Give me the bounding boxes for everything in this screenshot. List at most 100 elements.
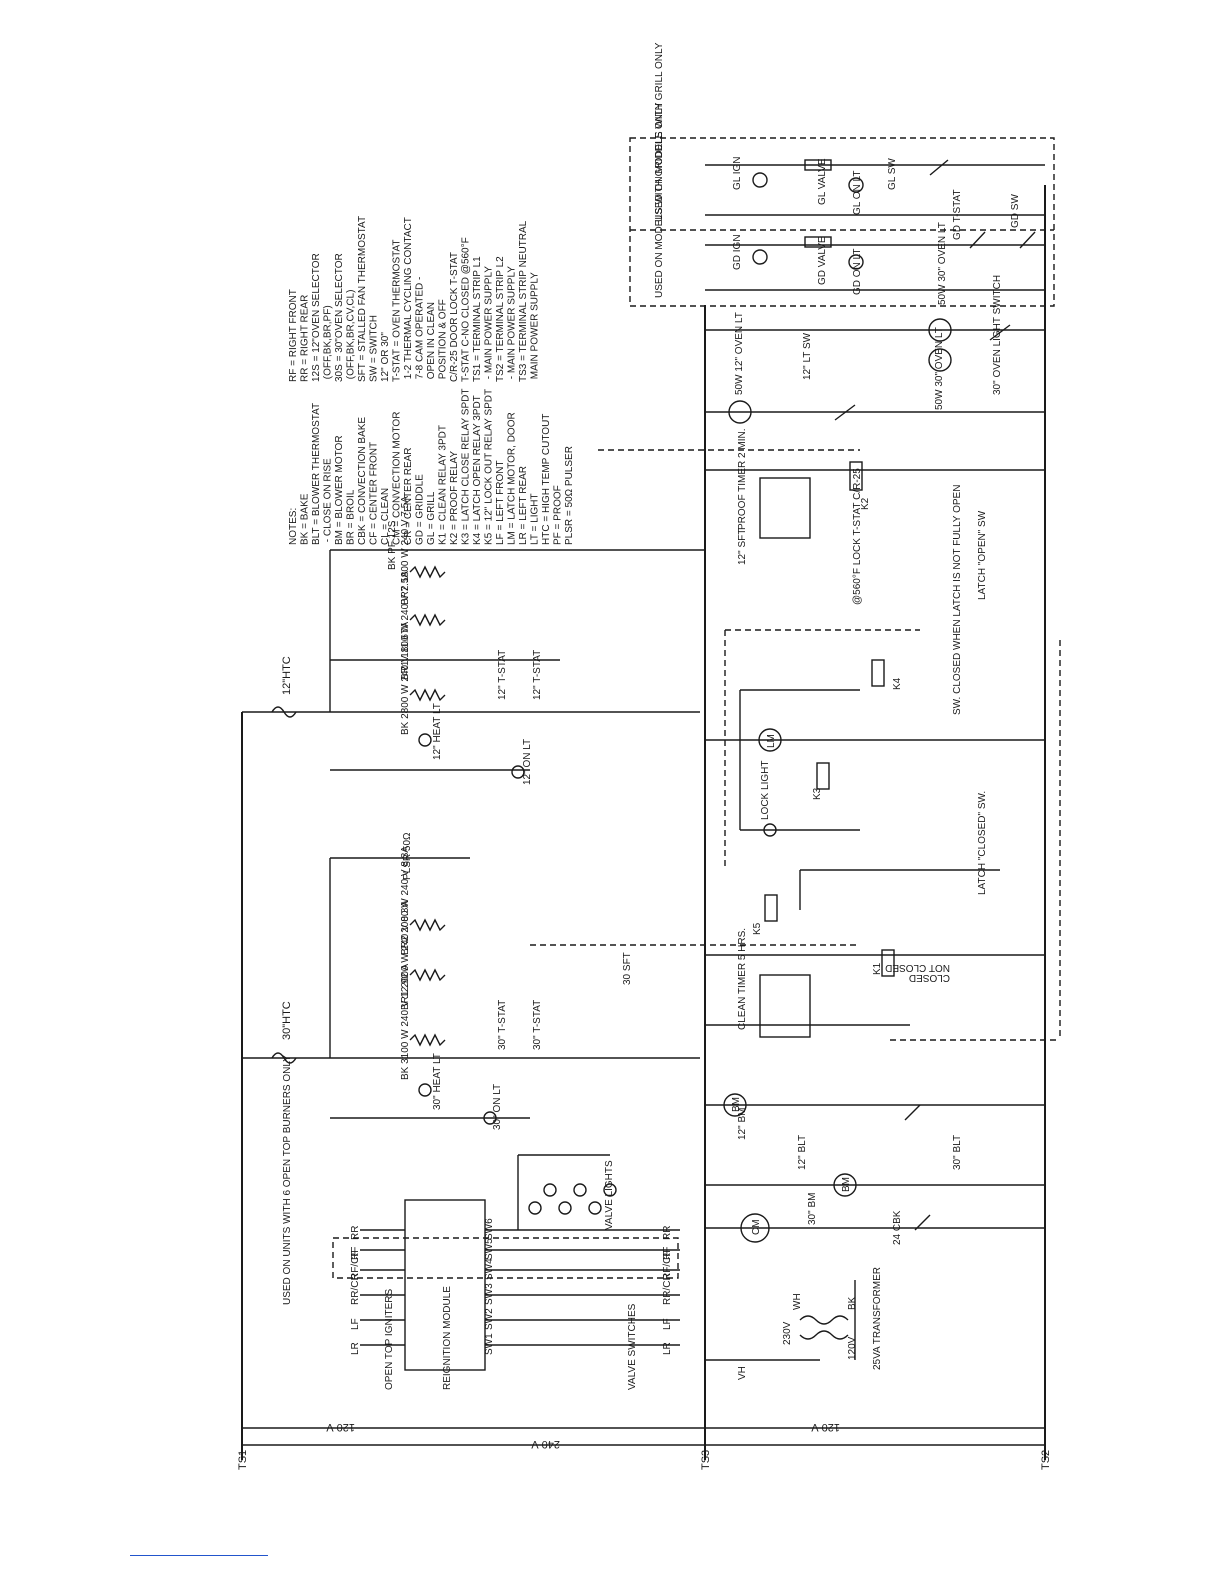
- burner-label: RF: [350, 1247, 361, 1260]
- blt-30-label: 30" BLT: [952, 1135, 963, 1170]
- valve-lights-label: VALVE LIGHTS: [604, 1160, 615, 1230]
- switch-label: SW6: [484, 1218, 495, 1240]
- legend-col1-line: GL = GRILL: [426, 491, 437, 545]
- bm-b-label: BM: [841, 1177, 852, 1192]
- footer-link-underline[interactable]: [130, 1555, 268, 1556]
- valve-switch-burner-label: RR/CR: [662, 1273, 673, 1305]
- svg-text:NOTES:BK = BAKEBLT = BLOWER TH: NOTES:BK = BAKEBLT = BLOWER THERMOSTAT -…: [288, 389, 575, 545]
- oven-12-circuit: [242, 549, 705, 779]
- switch-label: SW3: [484, 1283, 495, 1305]
- griddle-sw-label: GD SW: [1010, 194, 1021, 228]
- legend-col1-line: LF = LEFT FRONT: [495, 460, 506, 545]
- v120t-label: 120V: [847, 1336, 858, 1360]
- sft-12-label: 12" SFT: [737, 529, 748, 565]
- switch-label: SW2: [484, 1308, 495, 1330]
- griddle-tstat-label: GD T-STAT: [952, 189, 963, 240]
- tstat-12b-label: 12" T-STAT: [532, 650, 543, 700]
- switch-label: SW1: [484, 1333, 495, 1355]
- valve-switch-burner-label: RF: [662, 1247, 673, 1260]
- legend-col2-line: TS2 = TERMINAL STRIP L2: [495, 256, 506, 382]
- burner-label: RF/CF: [350, 1251, 361, 1280]
- legend-col2-line: 7-8 CAM OPERATED -: [415, 277, 426, 382]
- legend-col1-line: K2 = PROOF RELAY: [449, 451, 460, 545]
- transformer: [705, 1280, 856, 1361]
- oven-lt-30-label: 50W 30" OVEN LT: [937, 222, 948, 305]
- bk-30-label: BK 3100 W 240 V 12.92 A: [400, 963, 411, 1080]
- legend-col2-line: RR = RIGHT REAR: [300, 295, 311, 382]
- latch-open-sw-label: LATCH "OPEN" SW: [977, 510, 988, 600]
- blower-motors: [705, 1093, 1045, 1243]
- legend-col2-line: OPEN IN CLEAN: [426, 302, 437, 382]
- on-lt-12-label: 12" ON LT: [522, 739, 533, 785]
- valve-switches-label: VALVE SWITCHES: [627, 1303, 638, 1390]
- grill-ign-label: GL IGN: [732, 156, 743, 190]
- burner-label: RR: [350, 1226, 361, 1240]
- htc-12-label: 12"HTC: [281, 656, 293, 695]
- wh-label: WH: [792, 1293, 803, 1310]
- voltage-120-left: 120 V: [326, 1421, 355, 1433]
- bm-12-label: 12" BM: [737, 1108, 748, 1140]
- reignition-label: REIGNITION MODULE: [442, 1286, 453, 1390]
- legend-col1-line: PLSR = 50Ω PULSER: [564, 446, 575, 545]
- k5-label: K5: [752, 922, 763, 935]
- sft-30-label: 30 SFT: [622, 952, 633, 985]
- reignition-area: [332, 1154, 680, 1371]
- bk-pf-12s-label: BK PF 12S: [387, 520, 398, 570]
- on-lt-30-label: 30" ON LT: [492, 1084, 503, 1130]
- valve-switch-burner-label: LF: [662, 1318, 673, 1330]
- legend-col2-line: 1-2 THERMAL CYCLING CONTACT: [403, 217, 414, 382]
- oven-30-circuit: [242, 857, 860, 1125]
- griddle-valve-label: GD VALVE: [817, 236, 828, 285]
- grill-on-lt-label: GL ON LT: [852, 171, 863, 215]
- tstat-30a-label: 30" T-STAT: [497, 1000, 508, 1050]
- lock-light-label: LOCK LIGHT: [760, 761, 771, 820]
- k3-label: K3: [812, 787, 823, 800]
- legend-col2-line: MAIN POWER SUPPLY: [530, 272, 541, 382]
- heat-lt-30-label: 30" HEAT LT: [432, 1053, 443, 1110]
- switch-label: SW4: [484, 1258, 495, 1280]
- legend-col1-line: CF = CENTER FRONT: [369, 442, 380, 545]
- oven-lt-30b-label: 50W 30" OVEN LT: [934, 327, 945, 410]
- legend-col2-line: 30S = 30"OVEN SELECTOR: [334, 253, 345, 382]
- griddle-only-label: USED ON MODELS WITH GRIDDLE ONLY: [654, 102, 665, 298]
- switch-label: SW5: [484, 1238, 495, 1260]
- griddle-ign-label: GD IGN: [732, 234, 743, 270]
- legend-col2-line: 12" OR 30": [380, 332, 391, 382]
- legend-col2-line: C/R-25 DOOR LOCK T-STAT: [449, 252, 460, 382]
- legend-col1-line: CBK = CONVECTION BAKE: [357, 417, 368, 545]
- legend-col1-line: BR = BROIL: [346, 489, 357, 545]
- br2-30-label: BR2 2000 W 240 V 8.3A: [400, 846, 411, 955]
- legend-col1-line: CM = CONVECTION MOTOR: [392, 412, 403, 545]
- proof-timer-block: [598, 449, 1045, 539]
- bk-t-label: BK: [847, 1296, 858, 1310]
- bm-30-label: 30" BM: [807, 1193, 818, 1225]
- legend-col2-line: 12S = 12"OVEN SELECTOR: [311, 253, 322, 382]
- latch-lock-region: [705, 629, 1061, 1041]
- sw-closed-when-label: SW. CLOSED WHEN LATCH IS NOT FULLY OPEN: [952, 485, 963, 715]
- legend-col1-line: BLT = BLOWER THERMOSTAT: [311, 403, 322, 545]
- legend-col2-line: T-STAT C-NO CLOSED @560°F: [461, 237, 472, 382]
- legend-col1-line: - CLOSE ON RISE: [323, 458, 334, 545]
- legend-col2-line: POSITION & OFF: [438, 299, 449, 382]
- legend-col2-line: - MAIN POWER SUPPLY: [484, 266, 495, 382]
- blt-12-label: 12" BLT: [797, 1135, 808, 1170]
- burners-only-label: USED ON UNITS WITH 6 OPEN TOP BURNERS ON…: [282, 1055, 293, 1305]
- k4-label: K4: [892, 677, 903, 690]
- legend-col2-line: RF = RIGHT FRONT: [288, 289, 299, 382]
- legend-notes: NOTES:BK = BAKEBLT = BLOWER THERMOSTAT -…: [288, 216, 575, 545]
- k1-label: K1: [872, 962, 883, 975]
- voltage-120-right: 120 V: [811, 1421, 840, 1433]
- oven-lt-12-label: 50W 12" OVEN LT: [734, 312, 745, 395]
- grill-only-label: USED ON MODELS WITH GRILL ONLY: [654, 42, 665, 222]
- cm-label: CM: [751, 1219, 762, 1235]
- valve-switch-burner-label: RF/CF: [662, 1251, 673, 1280]
- ts3-label: TS3: [700, 1450, 712, 1470]
- cbk-24-label: 24 CBK: [892, 1210, 903, 1245]
- legend-col1-line: LM = LATCH MOTOR, DOOR: [507, 412, 518, 545]
- legend-col2-line: TS1 = TERMINAL STRIP L1: [472, 256, 483, 382]
- v230-label: 230V: [782, 1321, 793, 1345]
- valve-switch-burner-label: LR: [662, 1342, 673, 1355]
- legend-col1-line: K5 = 12" LOCK OUT RELAY SPDT: [484, 389, 495, 545]
- latch-closed-sw-label: LATCH "CLOSED" SW.: [977, 791, 988, 895]
